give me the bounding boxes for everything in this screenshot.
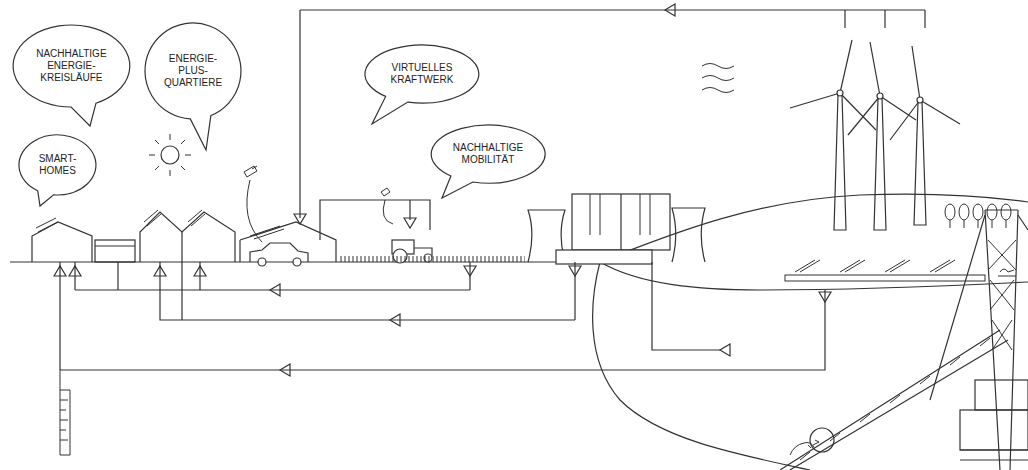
bubble-text: SMART- HOMES xyxy=(33,153,83,177)
speech-bubble: NACHHALTIGE ENERGIE- KREISLÄUFE xyxy=(12,24,131,108)
bubble-text: ENERGIE- PLUS- QUARTIERE xyxy=(163,53,223,89)
bubble-shape xyxy=(145,23,241,150)
speech-bubble: VIRTUELLES KRAFTWERK xyxy=(364,44,480,104)
bubble-text: VIRTUELLES KRAFTWERK xyxy=(384,62,460,86)
bubble-text: NACHHALTIGE ENERGIE- KREISLÄUFE xyxy=(32,48,110,84)
bubble-shape xyxy=(13,25,130,126)
speech-bubble: ENERGIE- PLUS- QUARTIERE xyxy=(144,22,242,120)
bubble-shape xyxy=(19,135,96,206)
bubble-shape xyxy=(431,125,545,198)
speech-bubble: SMART- HOMES xyxy=(18,134,97,196)
speech-bubble: NACHHALTIGE MOBILITÄT xyxy=(430,124,546,184)
bubble-shape xyxy=(365,45,479,124)
bubble-text: NACHHALTIGE MOBILITÄT xyxy=(450,142,526,166)
